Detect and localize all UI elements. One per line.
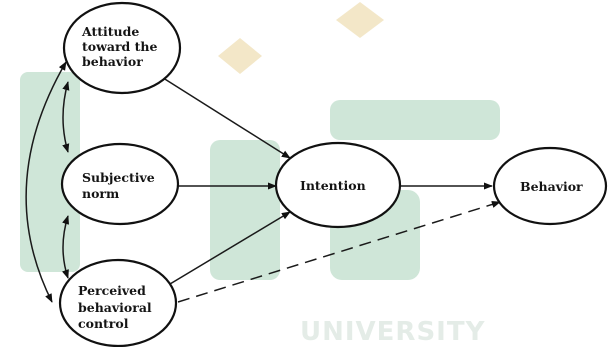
edge-attitude-control-correlation — [25, 61, 67, 303]
node-behavior-label: Behavior — [520, 179, 583, 194]
node-attitude-line-2: toward the — [82, 39, 158, 54]
diagram-edges — [25, 61, 501, 303]
watermark-diamond-3 — [336, 2, 384, 38]
node-intention: Intention — [274, 141, 402, 229]
watermark-diamond-2 — [218, 38, 262, 74]
node-subjective-norm-ellipse — [60, 142, 180, 226]
node-perceived-control-line-3: control — [78, 316, 129, 331]
node-perceived-control-ellipse — [58, 258, 178, 347]
node-subjective-norm: Subjective norm — [60, 142, 180, 226]
node-subjective-norm-line-1: Subjective — [82, 170, 155, 185]
node-intention-ellipse — [274, 141, 402, 229]
node-attitude-line-3: behavior — [82, 54, 143, 69]
watermark-letter-2 — [210, 140, 280, 280]
watermark-letter-3 — [330, 100, 500, 140]
node-attitude-ellipse — [62, 1, 182, 95]
node-subjective-norm-line-2: norm — [82, 186, 119, 201]
node-behavior: Behavior — [492, 146, 608, 226]
watermark-text: UNIVERSITY — [300, 317, 486, 347]
node-intention-label: Intention — [300, 178, 366, 193]
edge-attitude-to-intention — [159, 75, 291, 159]
node-attitude-line-1: Attitude — [81, 24, 139, 39]
node-perceived-control: Perceived behavioral control — [58, 258, 178, 347]
node-perceived-control-line-1: Perceived — [78, 283, 146, 298]
node-behavior-ellipse — [492, 146, 608, 226]
edge-control-to-intention — [159, 211, 291, 291]
node-perceived-control-line-2: behavioral — [78, 300, 152, 315]
node-attitude: Attitude toward the behavior — [62, 1, 182, 95]
